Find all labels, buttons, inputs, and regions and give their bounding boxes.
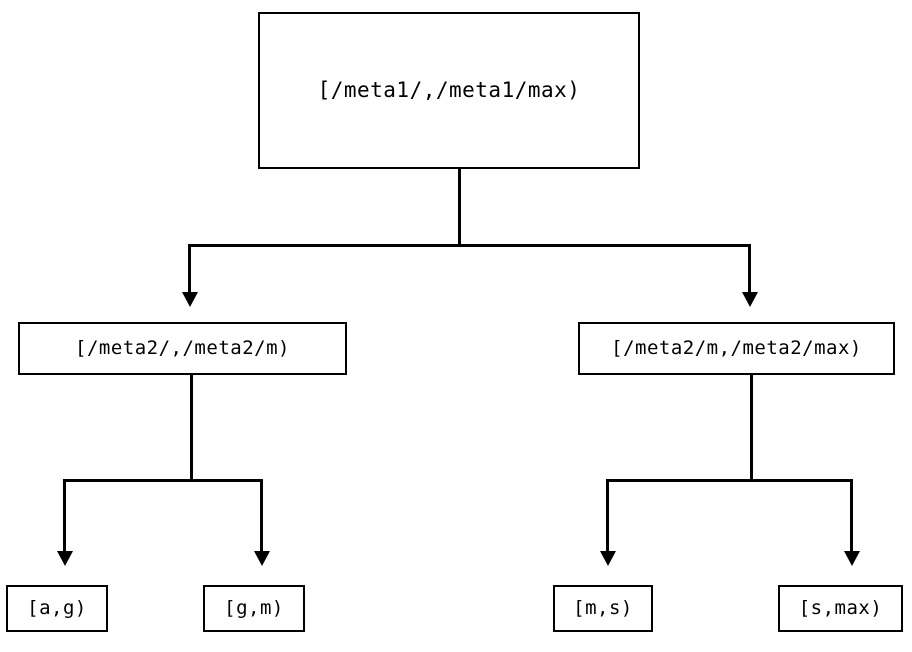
edge-root-stem — [458, 169, 461, 245]
tree-node-leaf-smax[interactable]: [s,max) — [778, 585, 903, 632]
arrow-down-icon-leaf-ag — [57, 551, 73, 566]
tree-node-leaf-ms[interactable]: [m,s) — [553, 585, 653, 632]
arrow-down-icon-leaf-gm — [254, 551, 270, 566]
edge-root-to-mid-left — [188, 244, 191, 294]
edge-mid-left-stem — [190, 375, 193, 481]
tree-node-mid-right[interactable]: [/meta2/m,/meta2/max) — [578, 322, 895, 375]
tree-node-leaf-gm-label: [g,m) — [224, 597, 284, 619]
arrow-down-icon-leaf-smax — [844, 551, 860, 566]
edge-mid-left-to-leaf-gm — [260, 479, 263, 553]
edge-mid-left-to-leaf-ag — [63, 479, 66, 553]
edge-mid-left-horizontal-bus — [63, 479, 263, 482]
tree-node-leaf-ms-label: [m,s) — [573, 597, 633, 619]
tree-node-mid-left[interactable]: [/meta2/,/meta2/m) — [18, 322, 347, 375]
tree-node-root[interactable]: [/meta1/,/meta1/max) — [258, 12, 640, 169]
tree-node-leaf-smax-label: [s,max) — [798, 597, 883, 619]
arrow-down-icon-mid-right — [742, 292, 758, 307]
arrow-down-icon-leaf-ms — [600, 551, 616, 566]
edge-root-to-mid-right — [748, 244, 751, 294]
edge-mid-right-to-leaf-smax — [850, 479, 853, 553]
edge-mid-right-stem — [750, 375, 753, 481]
tree-node-root-label: [/meta1/,/meta1/max) — [317, 78, 581, 102]
tree-node-mid-left-label: [/meta2/,/meta2/m) — [75, 337, 290, 359]
arrow-down-icon-mid-left — [182, 292, 198, 307]
edge-root-horizontal-bus — [188, 244, 750, 247]
tree-node-leaf-ag[interactable]: [a,g) — [6, 585, 108, 632]
tree-node-leaf-gm[interactable]: [g,m) — [203, 585, 305, 632]
edge-mid-right-to-leaf-ms — [606, 479, 609, 553]
edge-mid-right-horizontal-bus — [606, 479, 853, 482]
tree-node-mid-right-label: [/meta2/m,/meta2/max) — [611, 337, 862, 359]
tree-node-leaf-ag-label: [a,g) — [27, 597, 87, 619]
